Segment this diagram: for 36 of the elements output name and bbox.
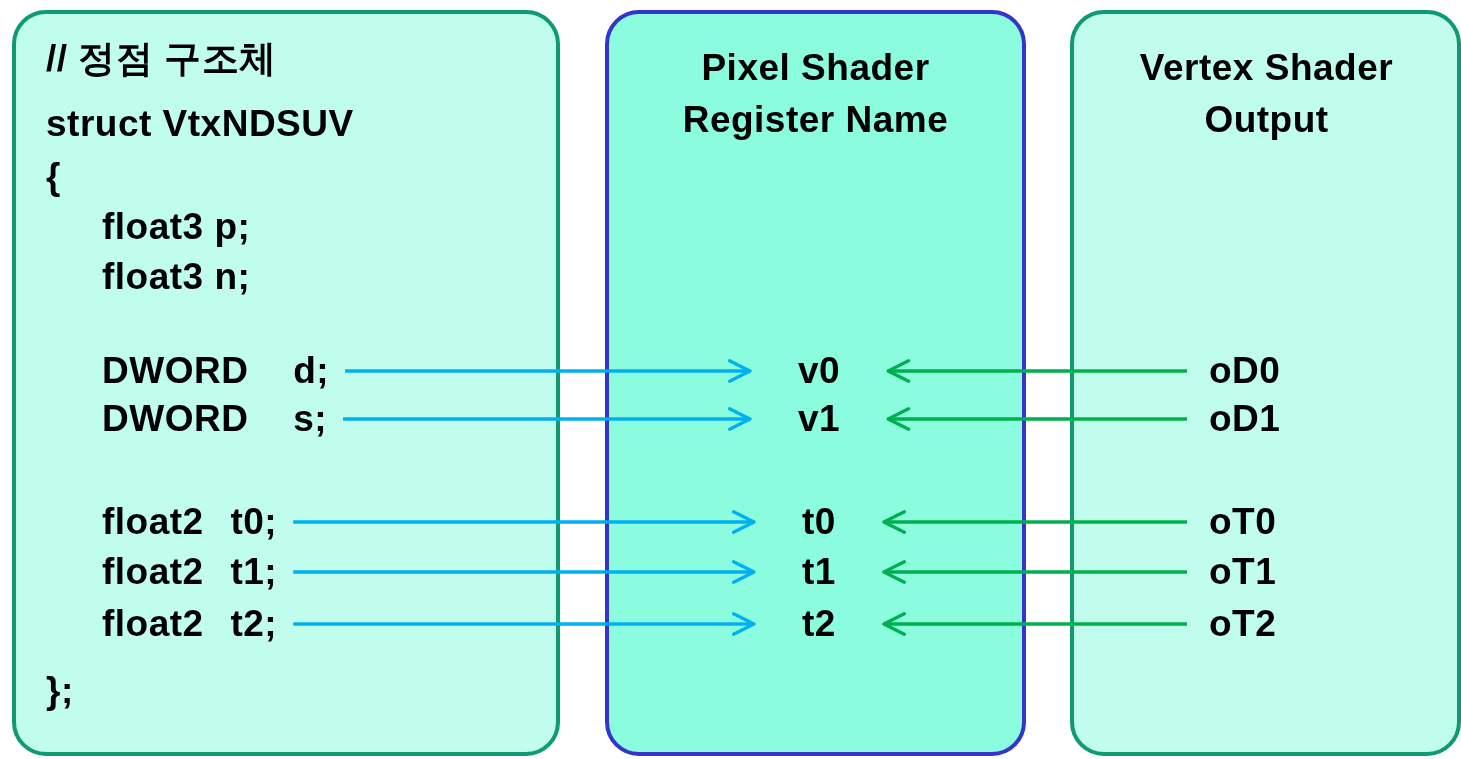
output-panel bbox=[1070, 10, 1461, 756]
code-line: float3 p; bbox=[102, 205, 251, 249]
register-label: v0 bbox=[798, 349, 841, 393]
arrow bbox=[882, 510, 1187, 534]
code-field: DWORD s; bbox=[102, 397, 328, 441]
code-field: float2 t1; bbox=[102, 550, 278, 594]
code-line: }; bbox=[46, 669, 74, 713]
register-label: oT1 bbox=[1209, 550, 1277, 594]
register-label: oD1 bbox=[1209, 397, 1281, 441]
column-heading: Pixel Shader Register Name bbox=[681, 46, 950, 142]
code-line: float3 n; bbox=[102, 255, 251, 299]
code-field: DWORD d; bbox=[102, 349, 330, 393]
arrow bbox=[345, 359, 752, 383]
register-label: t1 bbox=[802, 550, 836, 594]
register-label: t2 bbox=[802, 602, 836, 646]
register-label: oT0 bbox=[1209, 500, 1277, 544]
register-label: t0 bbox=[802, 500, 836, 544]
arrow bbox=[886, 407, 1187, 431]
code-comment: // 정점 구조체 bbox=[46, 37, 277, 81]
register-label: oT2 bbox=[1209, 602, 1277, 646]
arrow bbox=[293, 510, 756, 534]
register-label: oD0 bbox=[1209, 349, 1281, 393]
arrow bbox=[882, 560, 1187, 584]
register-label: v1 bbox=[798, 397, 841, 441]
arrow bbox=[343, 407, 752, 431]
arrow bbox=[886, 359, 1187, 383]
code-field: float2 t2; bbox=[102, 602, 278, 646]
arrow bbox=[293, 560, 756, 584]
arrow bbox=[882, 612, 1187, 636]
arrow bbox=[293, 612, 756, 636]
column-heading: Vertex Shader Output bbox=[1138, 46, 1395, 142]
code-line: struct VtxNDSUV bbox=[46, 102, 354, 146]
register-panel bbox=[605, 10, 1026, 756]
code-line: { bbox=[46, 155, 61, 199]
code-panel bbox=[12, 10, 560, 756]
code-field: float2 t0; bbox=[102, 500, 278, 544]
